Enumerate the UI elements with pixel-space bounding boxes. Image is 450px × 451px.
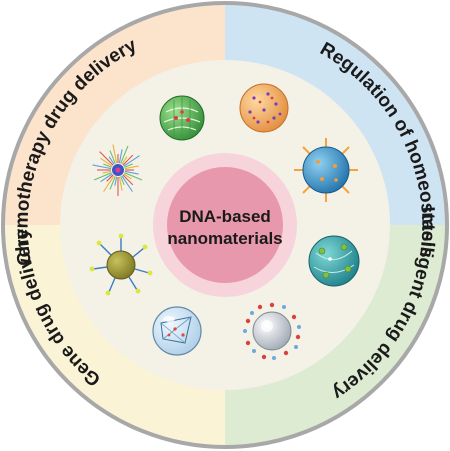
burst-ray — [103, 163, 112, 168]
burst-ray — [124, 165, 139, 170]
burst-ray — [118, 149, 123, 164]
burst-ray — [123, 173, 132, 180]
center-title-line2: nanomaterials — [167, 229, 282, 248]
burst-ray — [102, 170, 112, 174]
burst-ray — [114, 176, 118, 186]
burst-ray — [124, 163, 133, 168]
radial-burst-icon — [92, 144, 143, 196]
burst-ray — [99, 151, 114, 166]
burst-ray — [103, 175, 115, 192]
teal-sphere-icon — [308, 235, 360, 287]
blue-spiky-sphere-icon — [294, 138, 358, 202]
burst-ray — [120, 145, 129, 164]
burst-ray — [118, 176, 123, 191]
burst-ray — [93, 172, 112, 181]
burst-ray — [124, 170, 139, 175]
burst-ray — [121, 156, 128, 165]
gold-star-particle-icon — [89, 233, 153, 296]
burst-ray — [122, 174, 134, 186]
burst-ray — [100, 173, 113, 183]
burst-ray — [123, 155, 140, 167]
burst-ray — [124, 172, 143, 181]
burst-ray — [112, 144, 118, 164]
burst-ray — [106, 174, 114, 182]
burst-ray — [109, 176, 116, 190]
orange-dotted-sphere-icon — [239, 83, 289, 133]
burst-ray — [121, 175, 133, 192]
burst-ray — [109, 150, 116, 164]
center-title-line1: DNA-based — [179, 207, 271, 226]
green-mesh-sphere-icon — [159, 95, 205, 141]
burst-ray — [92, 164, 112, 170]
glass-sphere-icon — [152, 306, 202, 356]
burst-ray — [108, 156, 115, 165]
center-disc — [167, 167, 283, 283]
burst-ray — [100, 157, 113, 167]
burst-ray — [120, 176, 125, 185]
burst-ray — [122, 154, 134, 166]
silver-decorated-sphere-icon — [243, 302, 301, 360]
